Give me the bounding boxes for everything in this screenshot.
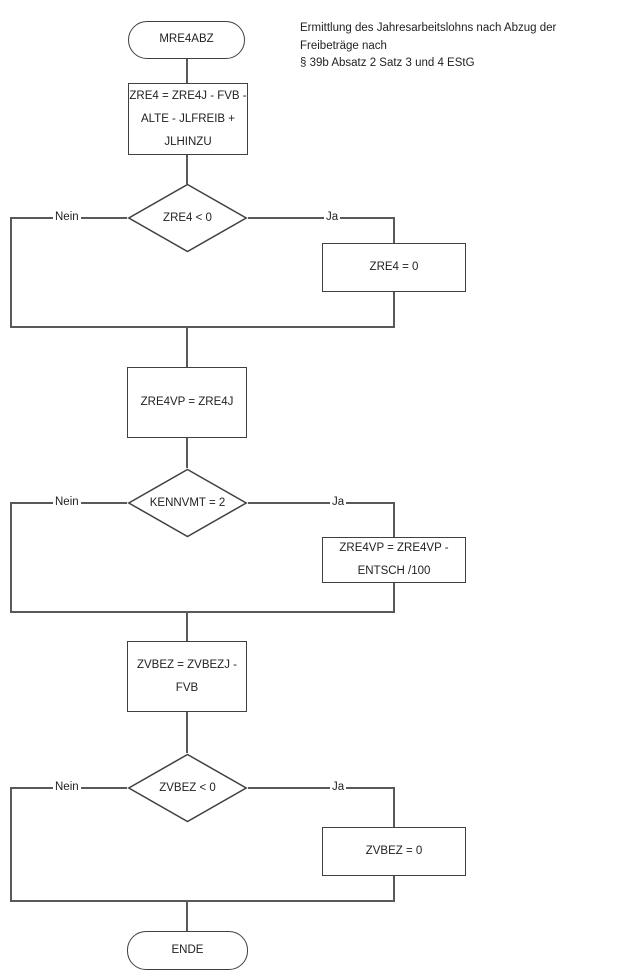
connector [10,502,12,613]
decision-label: ZVBEZ < 0 [159,782,216,794]
connector [393,876,395,902]
connector [393,583,395,613]
diamond-shape [127,468,248,538]
process-assign-zre4vp: ZRE4VP = ZRE4J [127,367,247,438]
edge-label-yes: Ja [330,780,347,794]
decision-zvbez-lt-0: ZVBEZ < 0 [127,753,248,823]
connector [186,712,188,753]
edge-label-yes: Ja [324,210,341,224]
connector [186,902,188,931]
connector [393,217,395,243]
diamond-shape [127,753,248,823]
connector [186,155,188,184]
decision-zre4-lt-0: ZRE4 < 0 [127,183,248,253]
connector [393,787,395,827]
connector [10,217,12,328]
decision-label: KENNVMT = 2 [149,497,226,509]
process-zre4-zero: ZRE4 = 0 [322,243,466,292]
process-assign-zre4: ZRE4 = ZRE4J - FVB - ALTE - JLFREIB + JL… [128,83,248,155]
edge-label-no: Nein [53,210,81,224]
connector [248,502,395,504]
process-assign-zvbez: ZVBEZ = ZVBEZJ - FVB [127,641,247,712]
connector [186,59,188,83]
connector [186,613,188,641]
decision-kennvmt-eq-2: KENNVMT = 2 [127,468,248,538]
process-zre4vp-minus-entsch: ZRE4VP = ZRE4VP - ENTSCH /100 [322,537,466,583]
connector [393,502,395,537]
flowchart-title-note: Ermittlung des Jahresarbeitslohns nach A… [300,22,557,69]
diamond-shape [127,183,248,253]
edge-label-yes: Ja [330,495,347,509]
decision-label: ZRE4 < 0 [163,212,212,224]
connector [186,438,188,468]
connector [186,328,188,367]
connector [10,611,395,613]
connector [10,900,395,902]
connector [248,217,395,219]
end-terminal: ENDE [127,931,248,970]
process-zvbez-zero: ZVBEZ = 0 [322,827,466,876]
start-terminal: MRE4ABZ [128,21,245,59]
connector [10,787,12,902]
edge-label-no: Nein [53,495,81,509]
connector [393,292,395,328]
connector [248,787,395,789]
edge-label-no: Nein [53,780,81,794]
connector [10,326,395,328]
